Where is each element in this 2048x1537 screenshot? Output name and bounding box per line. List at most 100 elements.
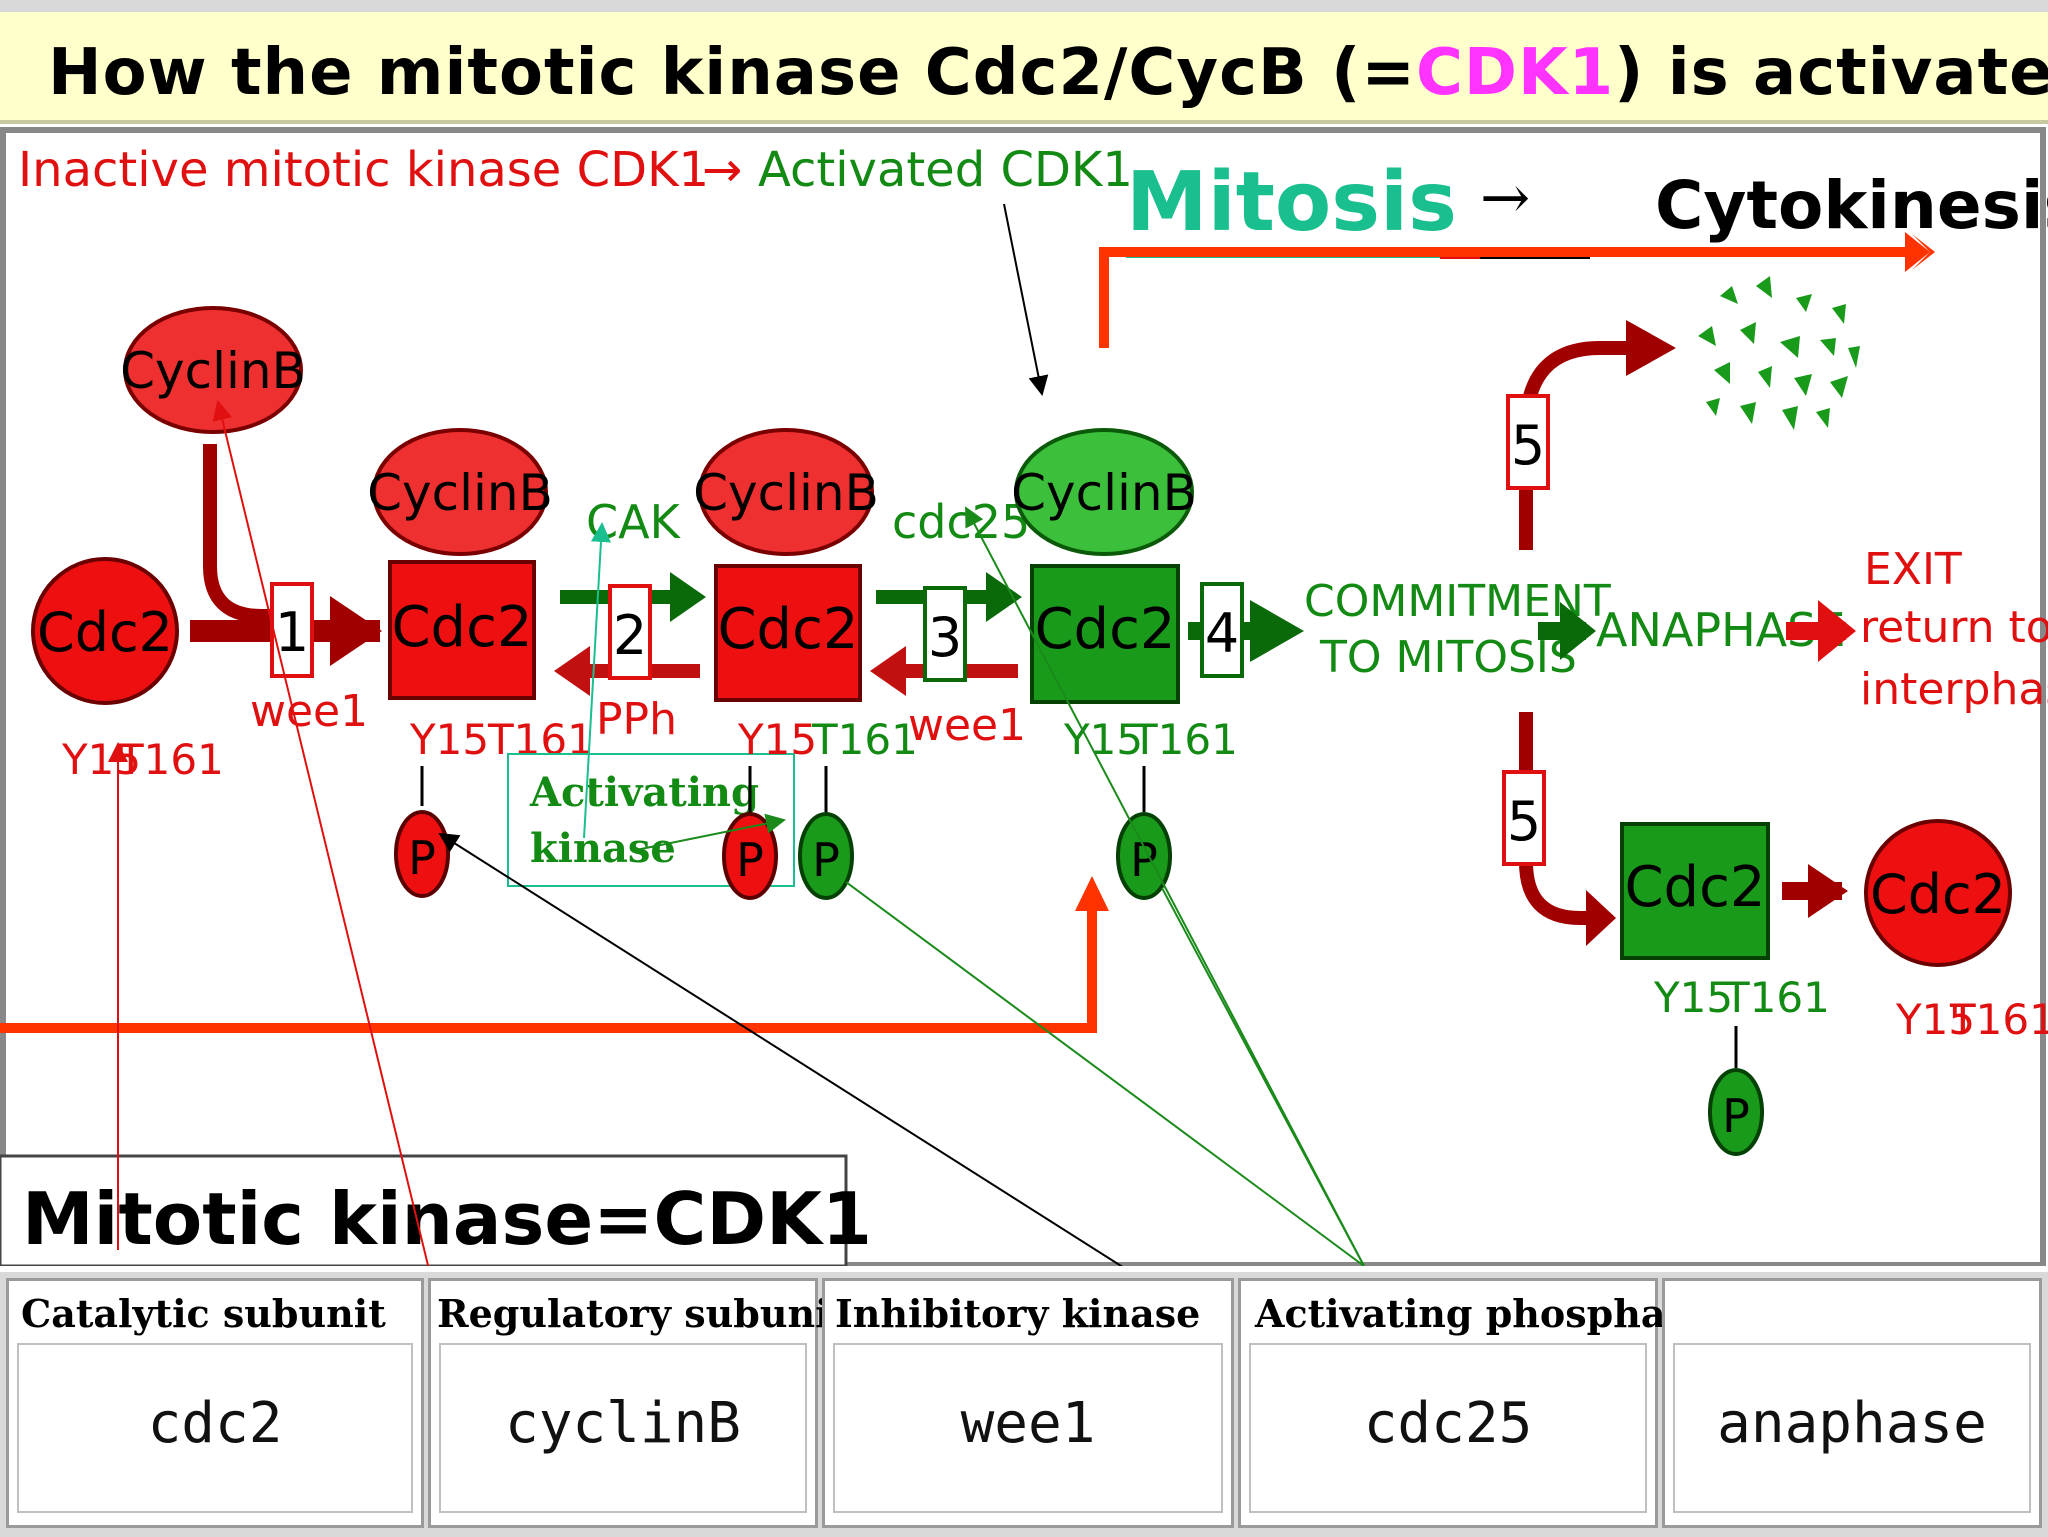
table-cell-anaphase: anaphase (1662, 1278, 2042, 1528)
step2-forward-head (670, 572, 706, 622)
cdk1-path (0, 906, 1097, 1033)
activating-pointer-1 (965, 506, 1365, 1266)
table-value-anaphase: anaphase (1717, 1391, 1987, 1456)
cyclinb-complex-b (698, 428, 874, 556)
exit-line3: interphase (1860, 664, 2048, 715)
step5-up-number: 5 (1511, 414, 1545, 477)
mitosis-label: Mitosis (1126, 155, 1457, 250)
cak-pointer (583, 522, 611, 839)
table-value-activating: cdc25 (1363, 1391, 1533, 1456)
complex-a-p-label: P (408, 831, 436, 885)
cdc2-complex-a-label: Cdc2 (391, 595, 532, 660)
step2-back-head (554, 646, 590, 696)
complex-b-t161: T161 (811, 715, 918, 764)
title-bar: How the mitotic kinase Cdc2/CycB (=CDK1)… (0, 0, 2048, 124)
diagram-panel: Inactive mitotic kinase CDK1 → Activated… (0, 126, 2048, 1266)
table-value-catalytic: cdc2 (147, 1391, 283, 1456)
active-label: Activated CDK1 (758, 142, 1133, 198)
step5-up-head (1626, 320, 1676, 376)
cdc25-enzyme: cdc25 (892, 495, 1030, 549)
page-title: How the mitotic kinase Cdc2/CycB (=CDK1)… (48, 36, 2048, 110)
activated-cdk1-pointer (1003, 203, 1049, 396)
cdc2-reset-y15: Y15 (1895, 995, 1975, 1044)
step4-number: 4 (1205, 602, 1239, 665)
step3-forward-head (986, 572, 1022, 622)
activating-kinase-box (507, 753, 795, 887)
active-y15: Y15 (1063, 715, 1143, 764)
cdc2-post-mitotic-label: Cdc2 (1624, 855, 1765, 920)
cyclinb-complex-a-label: CyclinB (367, 464, 553, 522)
active-t161-phosphate (1116, 812, 1172, 900)
cyclinb-complex-a (372, 428, 548, 556)
step2-number: 2 (613, 604, 647, 667)
step5-down-number: 5 (1507, 790, 1541, 853)
table-cell-activating: Activating phosphatase cdc25 (1238, 1278, 1753, 1528)
title-prefix: How the mitotic kinase Cdc2/CycB (= (48, 36, 1416, 110)
cdc2-complex-b (714, 564, 862, 702)
cdc2-monomer (31, 557, 179, 705)
table-cell-regulatory: Regulatory subunit cyclinB (428, 1278, 847, 1528)
cyclinb-free (123, 306, 303, 434)
cdc2-reset (1864, 819, 2012, 967)
cyclin-binding-arrow (203, 444, 290, 623)
exit-arrow-head (1818, 600, 1856, 662)
table-cell-frame (439, 1343, 807, 1513)
activating-pointer-2 (1161, 887, 1365, 1266)
activating-kinase-pointer (635, 813, 786, 851)
table-value-regulatory: cyclinB (504, 1391, 741, 1456)
cdc2-reset-t161: T161 (1949, 995, 2048, 1044)
step5-down-head (1586, 890, 1616, 946)
cyclinb-active-label: CyclinB (1011, 464, 1197, 522)
dephospho-arrow-head (1808, 864, 1848, 918)
step1-arrowhead (330, 596, 382, 666)
exit-line2: return to (1860, 602, 2048, 653)
activating-kinase-line1: Activating (529, 769, 759, 816)
inactive-arrow: → (702, 142, 742, 198)
cdc2-monomer-t161: T161 (117, 735, 224, 784)
pph-enzyme: PPh (596, 694, 677, 745)
mitosis-arrow: → (1480, 163, 1530, 233)
cdc2-complex-b-label: Cdc2 (717, 597, 858, 662)
component-table: Catalytic subunit cdc2 Regulatory subuni… (0, 1272, 2048, 1537)
post-mitotic-p-label: P (1722, 1089, 1750, 1143)
step1-number: 1 (275, 601, 309, 664)
cytokinesis-label: Cytokinesis (1655, 167, 2048, 244)
activating-pointer-3 (845, 881, 1365, 1266)
commitment-line2: TO MITOSIS (1319, 632, 1577, 683)
complex-a-y15-phosphate (394, 810, 450, 898)
title-highlight: CDK1 (1415, 36, 1615, 110)
active-t161: T161 (1131, 715, 1238, 764)
regulatory-pointer (212, 400, 430, 1266)
mitosis-path-head (1912, 234, 1935, 270)
title-suffix: ) is activated? (1614, 36, 2048, 110)
table-cell-catalytic: Catalytic subunit cdc2 (6, 1278, 424, 1528)
step3-back-head (870, 646, 906, 696)
step3-number: 3 (928, 606, 962, 669)
step3-box (923, 586, 967, 682)
cdc2-monomer-label: Cdc2 (37, 601, 173, 664)
cyclinb-complex-b-label: CyclinB (693, 464, 879, 522)
inhibitory-pointer (438, 832, 1124, 1266)
inactive-label: Inactive mitotic kinase CDK1 (18, 142, 709, 198)
table-cell-frame (17, 1343, 413, 1513)
step4-box (1200, 582, 1244, 678)
mitosis-path (1099, 247, 1920, 348)
panel-border (0, 127, 2046, 1266)
cdc2-reset-label: Cdc2 (1870, 863, 2006, 926)
mitotic-kinase-label: Mitotic kinase=CDK1 (22, 1177, 872, 1261)
table-header-catalytic: Catalytic subunit (21, 1291, 386, 1336)
complex-b-p-green: P (812, 833, 840, 887)
commitment-line1: COMMITMENT (1304, 576, 1611, 627)
complex-b-y15-phosphate (722, 812, 778, 900)
step4-head (1250, 600, 1304, 662)
step2-box (608, 584, 652, 680)
degraded-cyclin-fragments (1698, 276, 1860, 430)
exit-line1: EXIT (1864, 544, 1962, 595)
table-cell-frame (1249, 1343, 1647, 1513)
complex-a-y15: Y15 (409, 715, 489, 764)
wee1-enzyme-b: wee1 (908, 700, 1026, 751)
complex-b-p-red: P (736, 833, 764, 887)
cyclinb-free-label: CyclinB (120, 342, 306, 400)
complex-b-y15: Y15 (737, 715, 817, 764)
post-mitotic-phosphate (1708, 1068, 1764, 1156)
